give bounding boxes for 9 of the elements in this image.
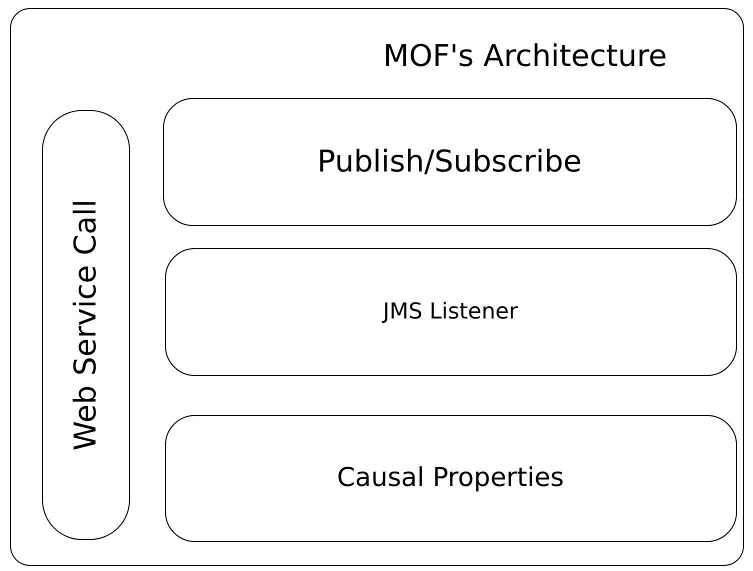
layer-label: Publish/Subscribe (317, 144, 582, 179)
layer-label: Causal Properties (337, 463, 564, 493)
frame-heading: MOF's Architecture (383, 39, 667, 74)
layer-box (162, 98, 736, 226)
architecture-frame (10, 8, 744, 566)
layer-label: JMS Listener (383, 299, 518, 324)
layer-box (164, 248, 736, 376)
layer-box (164, 414, 736, 542)
layer-label: Web Service Call (68, 198, 103, 450)
